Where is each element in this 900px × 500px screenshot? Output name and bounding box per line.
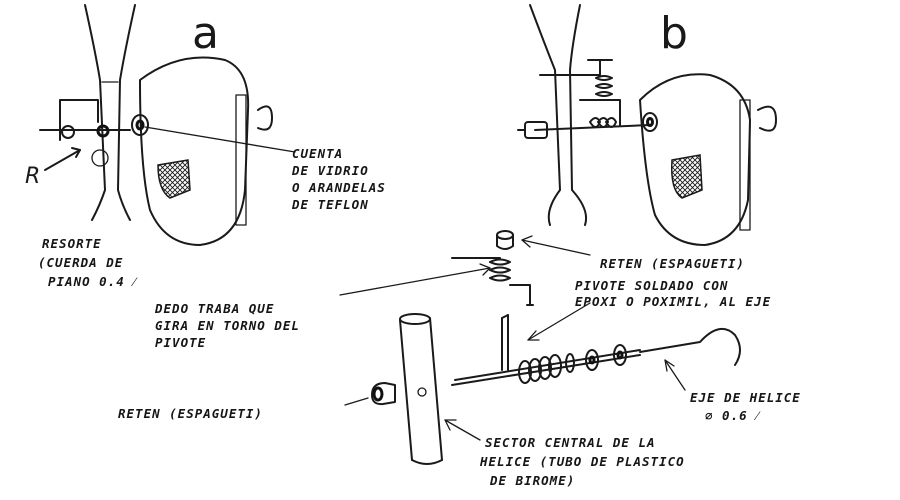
panel-b-sketch: [517, 4, 777, 246]
sector-label-line-3: DE BIROME): [489, 473, 575, 488]
eje-label-line-1: EJE DE HELICE: [690, 390, 801, 405]
resorte-label-line-2: (CUERDA DE: [38, 255, 123, 270]
resorte-label-line-3: PIANO 0.4 ⁄: [48, 274, 138, 289]
resorte-label-line-1: RESORTE: [42, 236, 102, 251]
eje-label-line-2: ⌀ 0.6 ⁄: [705, 408, 761, 423]
panel-a-letter: a: [192, 8, 219, 59]
dedo-label-line-2: GIRA EN TORNO DEL: [155, 318, 300, 333]
dedo-label-line-3: PIVOTE: [155, 335, 206, 350]
pivote-label-line-2: EPOXI O POXIMIL, AL EJE: [575, 294, 771, 309]
dedo-label-line-1: DEDO TRABA QUE: [154, 301, 274, 316]
cuenta-label-line-4: DE TEFLON: [291, 197, 369, 212]
cuenta-label-line-2: DE VIDRIO: [291, 163, 369, 178]
pivote-label-line-1: PIVOTE SOLDADO CON: [575, 278, 728, 293]
r-marker-label: R: [25, 164, 40, 189]
sector-label-line-1: SECTOR CENTRAL DE LA: [485, 435, 656, 450]
cuenta-label-line-1: CUENTA: [292, 146, 343, 161]
reten-left-label: RETEN (ESPAGUETI): [118, 406, 263, 421]
cuenta-label-line-3: O ARANDELAS: [292, 180, 386, 195]
panel-b-letter: b: [660, 8, 688, 59]
panel-a-sketch: [39, 4, 296, 246]
exploded-view: [339, 230, 741, 465]
sector-label-line-2: HELICE (TUBO DE PLASTICO: [479, 454, 685, 469]
reten-top-label: RETEN (ESPAGUETI): [600, 256, 745, 271]
